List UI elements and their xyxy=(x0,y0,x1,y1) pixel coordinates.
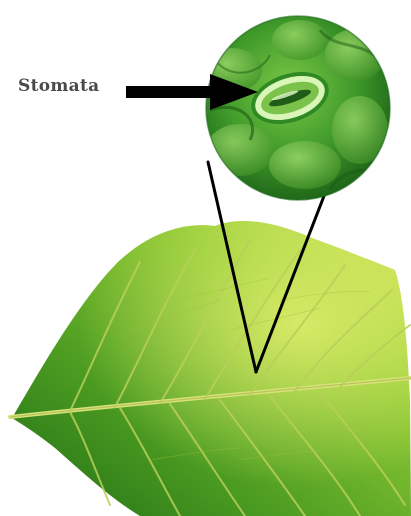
magnified-view xyxy=(202,16,390,200)
stomata-label: Stomata xyxy=(18,76,99,96)
leaf xyxy=(10,221,411,516)
